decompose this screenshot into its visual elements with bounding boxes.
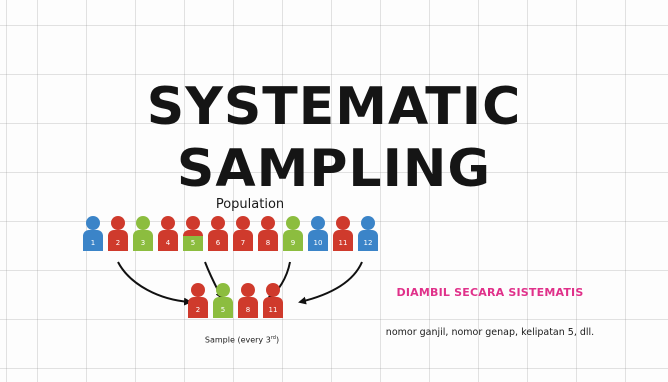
person-body-icon [233, 230, 253, 236]
person-head-icon [86, 216, 100, 230]
person-body-icon [333, 230, 353, 236]
person-number-box: 10 [308, 236, 328, 251]
person-number-box: 7 [233, 236, 253, 251]
person-body-icon [183, 230, 203, 236]
person-head-icon [191, 283, 205, 297]
arrow-2 [117, 261, 192, 306]
sample-label: Sample (every 3rd) [172, 335, 312, 345]
person-body-icon [263, 297, 283, 303]
person-head-icon [336, 216, 350, 230]
person-body-icon [258, 230, 278, 236]
population-person-8: 8 [258, 216, 278, 256]
person-body-icon [188, 297, 208, 303]
arrow-11 [298, 261, 363, 305]
sample-person-8: 8 [238, 283, 258, 323]
person-head-icon [136, 216, 150, 230]
person-head-icon [211, 216, 225, 230]
person-body-icon [358, 230, 378, 236]
person-number-box: 1 [83, 236, 103, 251]
person-number-box: 11 [263, 303, 283, 318]
person-head-icon [216, 283, 230, 297]
person-body-icon [108, 230, 128, 236]
sample-person-11: 11 [263, 283, 283, 323]
person-number-box: 2 [188, 303, 208, 318]
person-head-icon [266, 283, 280, 297]
person-body-icon [208, 230, 228, 236]
population-label: Population [215, 197, 285, 212]
population-person-6: 6 [208, 216, 228, 256]
person-number-box: 12 [358, 236, 378, 251]
sample-label-end: ) [275, 335, 280, 345]
person-head-icon [161, 216, 175, 230]
person-head-icon [111, 216, 125, 230]
person-head-icon [311, 216, 325, 230]
sample-label-sup: rd [270, 335, 276, 341]
population-person-1: 1 [83, 216, 103, 256]
person-body-icon [283, 230, 303, 236]
person-number-box: 5 [183, 236, 203, 251]
person-number-box: 8 [258, 236, 278, 251]
person-body-icon [238, 297, 258, 303]
sample-person-2: 2 [188, 283, 208, 323]
person-head-icon [261, 216, 275, 230]
population-person-3: 3 [133, 216, 153, 256]
population-person-4: 4 [158, 216, 178, 256]
person-body-icon [133, 230, 153, 236]
person-body-icon [308, 230, 328, 236]
person-number-box: 8 [238, 303, 258, 318]
examples-note: nomor ganjil, nomor genap, kelipatan 5, … [385, 327, 595, 338]
person-head-icon [361, 216, 375, 230]
person-number-box: 9 [283, 236, 303, 251]
person-number-box: 2 [108, 236, 128, 251]
person-head-icon [241, 283, 255, 297]
person-number-box: 3 [133, 236, 153, 251]
slide-title: SYSTEMATIC SAMPLING [146, 77, 522, 199]
population-person-12: 12 [358, 216, 378, 256]
person-number-box: 6 [208, 236, 228, 251]
sample-label-text: Sample (every 3 [204, 335, 271, 345]
person-head-icon [186, 216, 200, 230]
population-person-11: 11 [333, 216, 353, 256]
person-body-icon [213, 297, 233, 303]
population-person-7: 7 [233, 216, 253, 256]
person-number-box: 5 [213, 303, 233, 318]
population-person-5: 5 [183, 216, 203, 256]
person-head-icon [236, 216, 250, 230]
population-person-9: 9 [283, 216, 303, 256]
person-number-box: 4 [158, 236, 178, 251]
person-number-box: 11 [333, 236, 353, 251]
population-person-2: 2 [108, 216, 128, 256]
person-head-icon [286, 216, 300, 230]
method-subtitle: DIAMBIL SECARA SISTEMATIS [396, 286, 584, 299]
population-person-10: 10 [308, 216, 328, 256]
sample-person-5: 5 [213, 283, 233, 323]
person-body-icon [158, 230, 178, 236]
person-body-icon [83, 230, 103, 236]
